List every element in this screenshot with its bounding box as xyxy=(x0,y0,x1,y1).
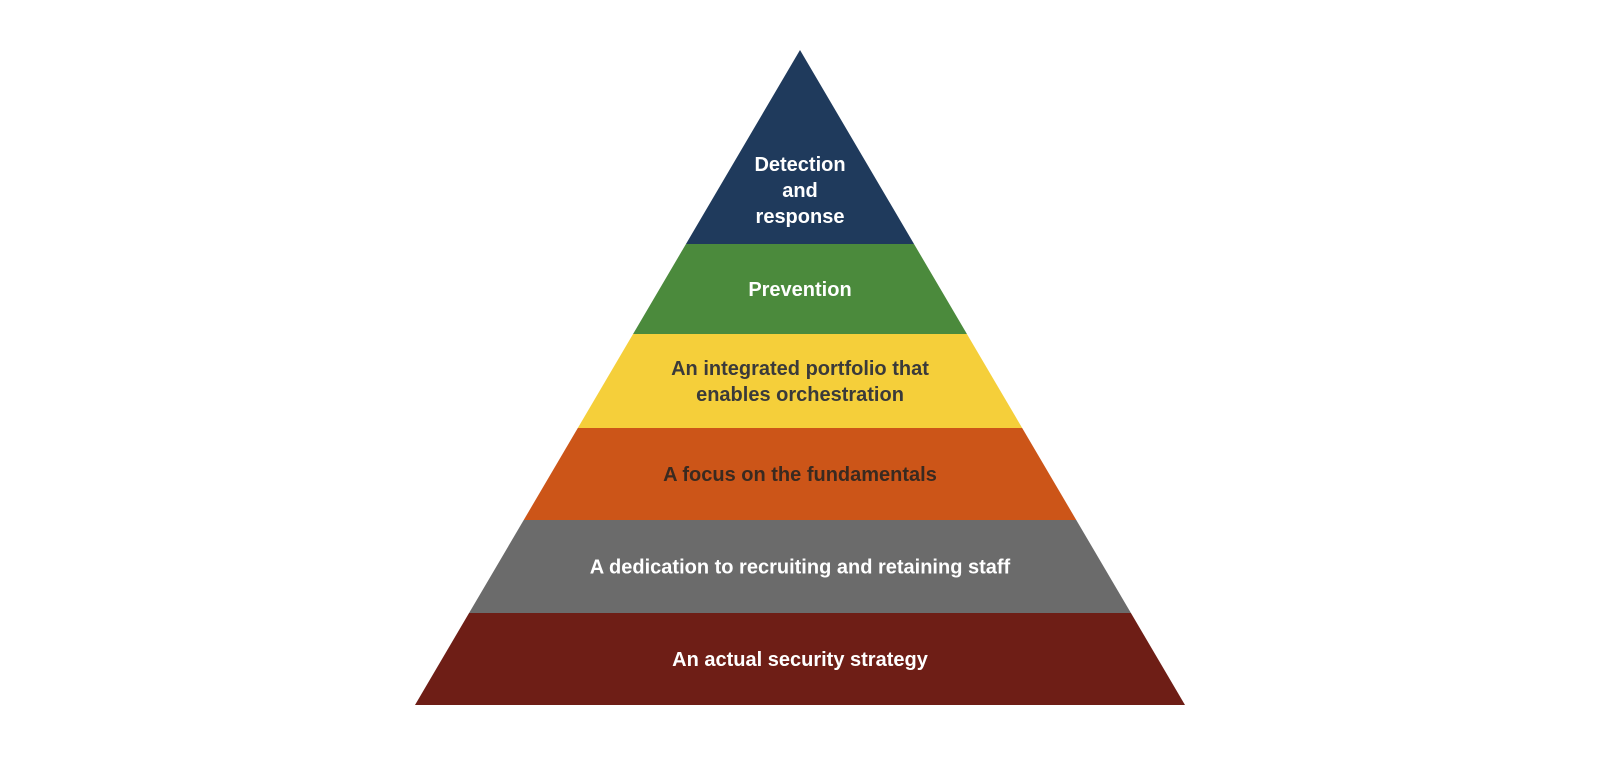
pyramid-layer-2 xyxy=(633,244,967,334)
pyramid-layer-3 xyxy=(577,334,1023,428)
pyramid-layer-4 xyxy=(523,428,1077,520)
pyramid-layer-1-line-3: response xyxy=(756,206,845,228)
pyramid-layers xyxy=(415,50,1185,705)
pyramid-layer-5-line-1: A dedication to recruiting and retaining… xyxy=(590,557,1011,579)
pyramid-layer-1 xyxy=(685,50,915,244)
pyramid-layer-1-line-2: and xyxy=(782,180,818,202)
pyramid-layer-5 xyxy=(469,520,1131,613)
pyramid-layer-2-line-1: Prevention xyxy=(748,279,851,301)
pyramid-layer-4-line-1: A focus on the fundamentals xyxy=(663,464,937,486)
pyramid-layer-3-label: An integrated portfolio that enables orch… xyxy=(671,358,929,406)
pyramid-layer-6-line-1: An actual security strategy xyxy=(672,649,929,671)
pyramid-layer-6-label: An actual security strategy xyxy=(672,649,929,671)
pyramid-layer-3-line-2: enables orchestration xyxy=(696,384,904,406)
pyramid-layer-1-label: Detection and response xyxy=(754,154,845,228)
pyramid-layer-1-line-1: Detection xyxy=(754,154,845,176)
pyramid-layer-6 xyxy=(415,613,1185,705)
pyramid-layer-4-label: A focus on the fundamentals xyxy=(663,464,937,486)
pyramid-layer-2-label: Prevention xyxy=(748,279,851,301)
pyramid-layer-3-line-1: An integrated portfolio that xyxy=(671,358,929,380)
pyramid-layer-5-label: A dedication to recruiting and retaining… xyxy=(590,557,1011,579)
